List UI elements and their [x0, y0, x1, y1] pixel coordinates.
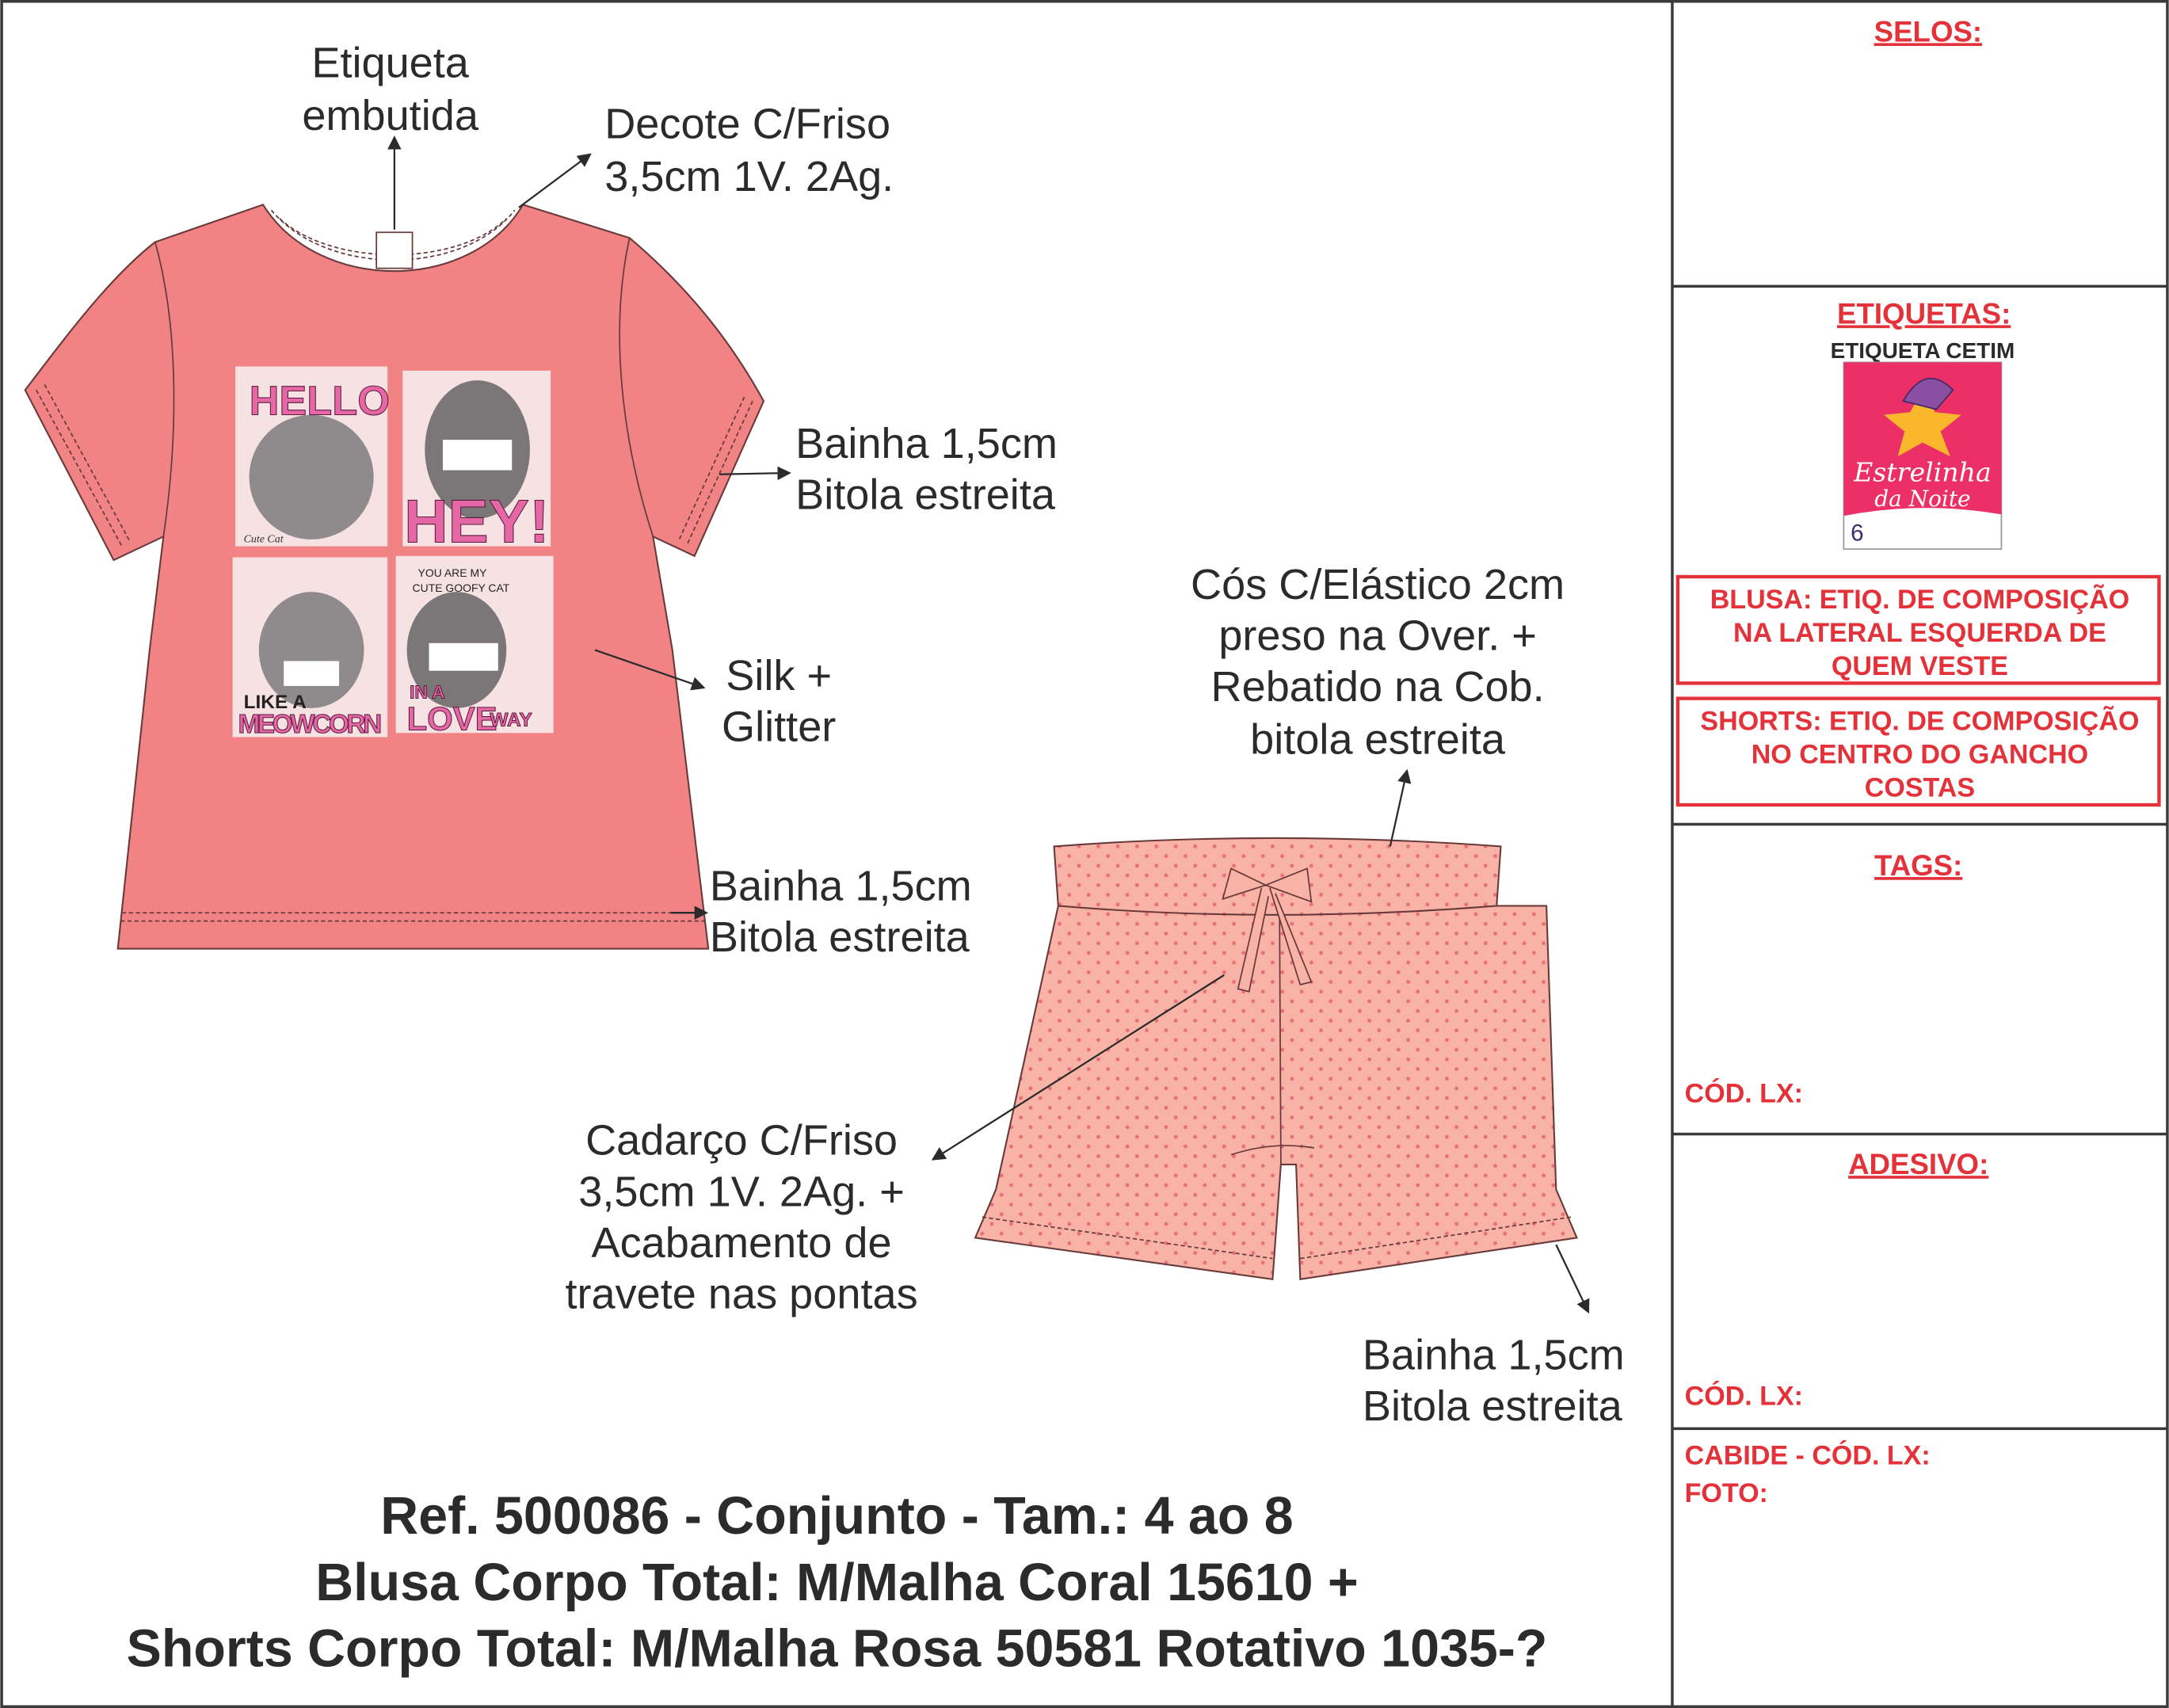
shorts-note-box: [1675, 696, 2161, 807]
callout-texts: Etiqueta embutida Decote C/Friso 3,5cm 1…: [302, 40, 1624, 1430]
title-line-2: Blusa Corpo Total: M/Malha Coral 15610 +: [315, 1554, 1358, 1612]
note-cos-4: bitola estreita: [1250, 715, 1506, 763]
etiqueta-cetim-label: ETIQUETA CETIM: [1831, 338, 2015, 363]
blusa-note-box: [1675, 574, 2161, 685]
tags-heading: TAGS:: [1874, 849, 1962, 882]
note-cadarco-1: Cadarço C/Friso: [585, 1117, 898, 1165]
tshirt-drawing: [24, 204, 765, 950]
note-silk-2: Glitter: [722, 703, 836, 751]
note-bainha-barra-1: Bainha 1,5cm: [710, 862, 972, 909]
print-meowcorn: MEOWCORN: [238, 710, 383, 739]
note-bainha-manga-2: Bitola estreita: [795, 471, 1056, 518]
shorts-drawing: [974, 837, 1578, 1281]
svg-text:QUEM VESTE: QUEM VESTE: [1832, 651, 2008, 681]
note-etiqueta-2: embutida: [302, 92, 479, 139]
svg-text:COSTAS: COSTAS: [1865, 773, 1975, 803]
svg-text:6: 6: [1851, 520, 1864, 547]
product-title: Ref. 500086 - Conjunto - Tam.: 4 ao 8 Bl…: [127, 1487, 1548, 1679]
note-cadarco-3: Acabamento de: [592, 1219, 892, 1267]
svg-text:WAY: WAY: [490, 710, 532, 731]
note-cos-2: preso na Over. +: [1218, 612, 1537, 660]
spec-panel: SELOS: ETIQUETAS: ETIQUETA CETIM Estreli…: [1675, 15, 2161, 1508]
note-bainha-shorts-2: Bitola estreita: [1363, 1382, 1623, 1430]
foto-label: FOTO:: [1685, 1478, 1768, 1508]
panel-row-dividers: [1672, 284, 2167, 1431]
print-hey: HEY!: [404, 487, 549, 555]
title-line-3: Shorts Corpo Total: M/Malha Rosa 50581 R…: [127, 1620, 1548, 1679]
note-cos-1: Cós C/Elástico 2cm: [1191, 561, 1565, 608]
note-bainha-shorts-1: Bainha 1,5cm: [1363, 1331, 1625, 1378]
note-etiqueta-1: Etiqueta: [311, 40, 469, 87]
tshirt-print: HELLO Cute Cat HEY! LIKE A MEOWCORN YOU …: [232, 366, 554, 740]
embedded-label: [375, 231, 414, 269]
callout-arrows: [387, 135, 1590, 1314]
note-decote-1: Decote C/Friso: [604, 101, 890, 148]
note-cadarco-4: travete nas pontas: [565, 1270, 917, 1317]
etiquetas-heading: ETIQUETAS:: [1837, 298, 2011, 330]
note-silk-1: Silk +: [726, 652, 832, 700]
svg-text:BLUSA: ETIQ. DE COMPOSIÇÃO: BLUSA: ETIQ. DE COMPOSIÇÃO: [1710, 585, 2129, 615]
svg-text:Estrelinha: Estrelinha: [1853, 457, 1992, 488]
adesivo-heading: ADESIVO:: [1848, 1148, 1988, 1180]
print-hello: HELLO: [250, 379, 390, 425]
svg-text:LIKE A: LIKE A: [244, 692, 307, 713]
svg-text:NO CENTRO DO GANCHO: NO CENTRO DO GANCHO: [1752, 740, 2088, 770]
note-bainha-manga-1: Bainha 1,5cm: [795, 420, 1058, 467]
svg-text:SHORTS: ETIQ. DE COMPOSIÇÃO: SHORTS: ETIQ. DE COMPOSIÇÃO: [1700, 707, 2139, 737]
brand-logo: Estrelinha da Noite 6: [1843, 361, 2003, 550]
svg-text:LOVE: LOVE: [407, 700, 497, 738]
svg-text:Cute Cat: Cute Cat: [244, 533, 284, 545]
tags-code: CÓD. LX:: [1685, 1078, 1803, 1108]
svg-text:CUTE GOOFY CAT: CUTE GOOFY CAT: [413, 581, 510, 594]
svg-text:NA LATERAL ESQUERDA DE: NA LATERAL ESQUERDA DE: [1733, 618, 2106, 648]
adesivo-code: CÓD. LX:: [1685, 1382, 1803, 1412]
note-bainha-barra-2: Bitola estreita: [710, 913, 970, 961]
svg-text:da Noite: da Noite: [1874, 486, 1970, 512]
svg-text:IN A: IN A: [410, 682, 445, 703]
note-cos-3: Rebatido na Cob.: [1211, 663, 1545, 711]
svg-text:YOU ARE MY: YOU ARE MY: [418, 566, 487, 579]
title-line-1: Ref. 500086 - Conjunto - Tam.: 4 ao 8: [380, 1487, 1293, 1546]
cabide-code: CABIDE - CÓD. LX:: [1685, 1441, 1931, 1471]
selos-heading: SELOS:: [1874, 15, 1982, 48]
note-cadarco-2: 3,5cm 1V. 2Ag. +: [578, 1168, 905, 1215]
note-decote-2: 3,5cm 1V. 2Ag.: [604, 153, 894, 200]
